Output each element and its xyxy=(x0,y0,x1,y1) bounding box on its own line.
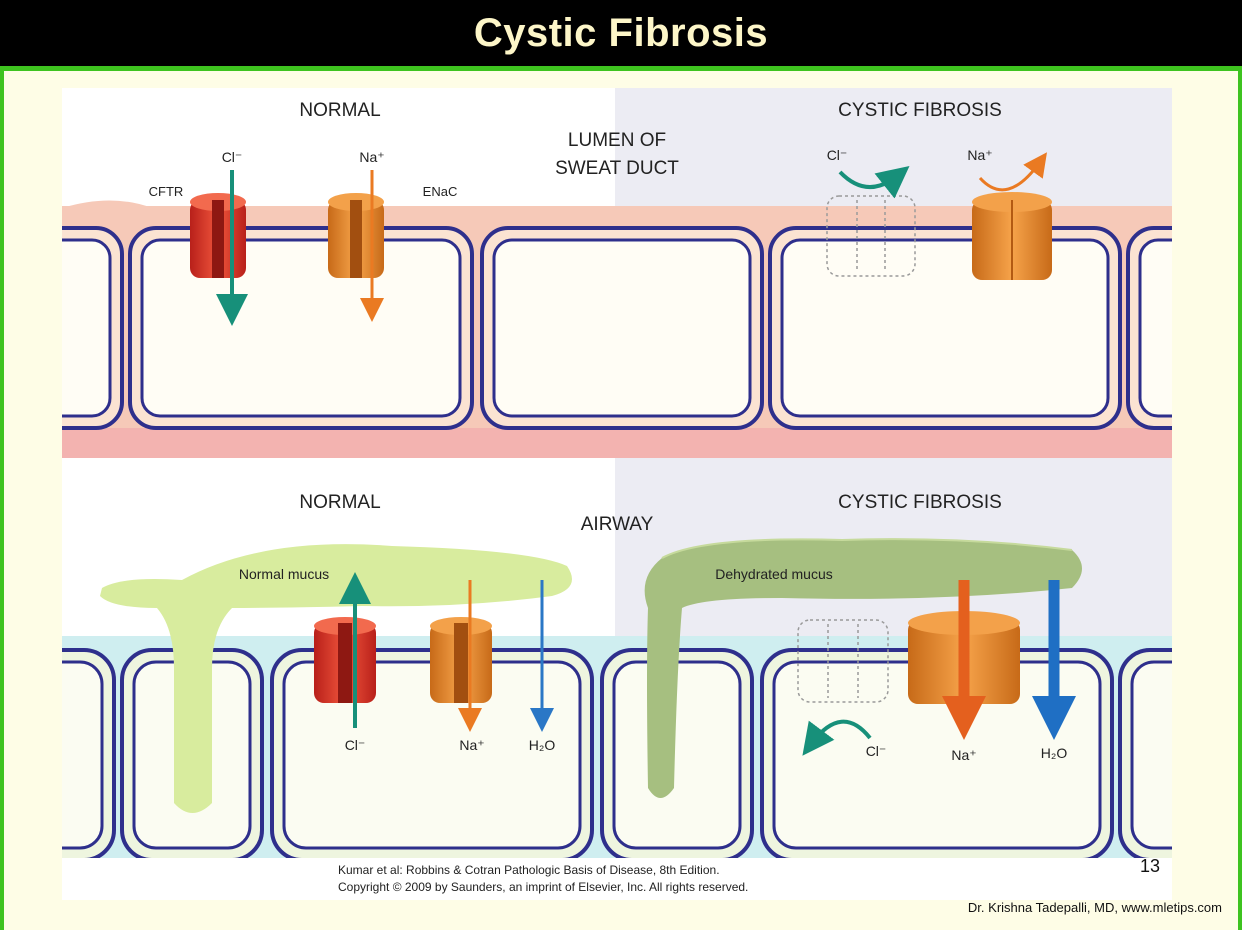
slide-number: 13 xyxy=(1140,856,1161,876)
normal-mucus-label: Normal mucus xyxy=(239,566,329,582)
normal-mucus xyxy=(100,544,572,813)
top-normal-sodium-label: Na⁺ xyxy=(359,149,384,165)
basal-layer xyxy=(62,428,1172,458)
bottom-normal-chloride-label: Cl⁻ xyxy=(345,737,366,753)
sweat-duct-cells xyxy=(62,226,1172,430)
top-normal-heading: NORMAL xyxy=(299,100,380,121)
left-border-stripe xyxy=(0,66,4,930)
airway-panel: NORMAL CYSTIC FIBROSIS AIRWAY Normal muc… xyxy=(62,460,1172,900)
lumen-label-line2: SWEAT DUCT xyxy=(555,158,679,179)
top-cf-sodium-label: Na⁺ xyxy=(967,147,992,163)
citation-line1: Kumar et al: Robbins & Cotran Pathologic… xyxy=(338,863,720,877)
bottom-normal-water-label: H₂O xyxy=(529,737,556,753)
top-normal-chloride-label: Cl⁻ xyxy=(222,149,243,165)
bottom-cf-chloride-label: Cl⁻ xyxy=(866,743,887,759)
enac-label: ENaC xyxy=(423,184,458,199)
sodium-arrow-cf xyxy=(978,152,1047,192)
cystic-fibrosis-figure: NORMAL CYSTIC FIBROSIS LUMEN OF SWEAT DU… xyxy=(62,88,1172,900)
cftr-channel-airway-normal xyxy=(314,617,376,703)
citation-strip xyxy=(62,858,1172,900)
cftr-channel-normal xyxy=(190,193,246,278)
chloride-arrow-airway-cf xyxy=(802,719,872,756)
cftr-channel-airway-missing xyxy=(797,619,889,703)
bottom-normal-sodium-label: Na⁺ xyxy=(459,737,484,753)
bottom-cf-water-label: H₂O xyxy=(1041,745,1068,761)
right-border-stripe xyxy=(1238,66,1242,930)
enac-channel-cf xyxy=(972,192,1052,280)
top-cf-heading: CYSTIC FIBROSIS xyxy=(838,100,1002,121)
attribution: Dr. Krishna Tadepalli, MD, www.mletips.c… xyxy=(967,900,1222,915)
bottom-cf-heading: CYSTIC FIBROSIS xyxy=(838,492,1002,513)
lumen-label-line1: LUMEN OF xyxy=(568,130,666,151)
citation-line2: Copyright © 2009 by Saunders, an imprint… xyxy=(338,880,748,894)
enac-channel-airway-normal xyxy=(430,617,492,703)
top-cf-chloride-label: Cl⁻ xyxy=(827,147,848,163)
cftr-channel-missing xyxy=(826,195,916,277)
slide-title: Cystic Fibrosis xyxy=(473,10,769,55)
cftr-label: CFTR xyxy=(149,184,184,199)
chloride-arrow-blocked xyxy=(838,166,910,199)
airway-label: AIRWAY xyxy=(581,514,654,535)
enac-channel-normal xyxy=(328,193,384,278)
sweat-duct-panel: NORMAL CYSTIC FIBROSIS LUMEN OF SWEAT DU… xyxy=(62,88,1172,460)
bottom-cf-sodium-label: Na⁺ xyxy=(951,747,976,763)
airway-cells xyxy=(62,648,1172,862)
dehydrated-mucus-label: Dehydrated mucus xyxy=(715,566,833,582)
bottom-normal-heading: NORMAL xyxy=(299,492,380,513)
title-bar: Cystic Fibrosis xyxy=(0,0,1242,71)
figure-svg: NORMAL CYSTIC FIBROSIS LUMEN OF SWEAT DU… xyxy=(62,88,1172,900)
dehydrated-mucus xyxy=(644,538,1082,798)
